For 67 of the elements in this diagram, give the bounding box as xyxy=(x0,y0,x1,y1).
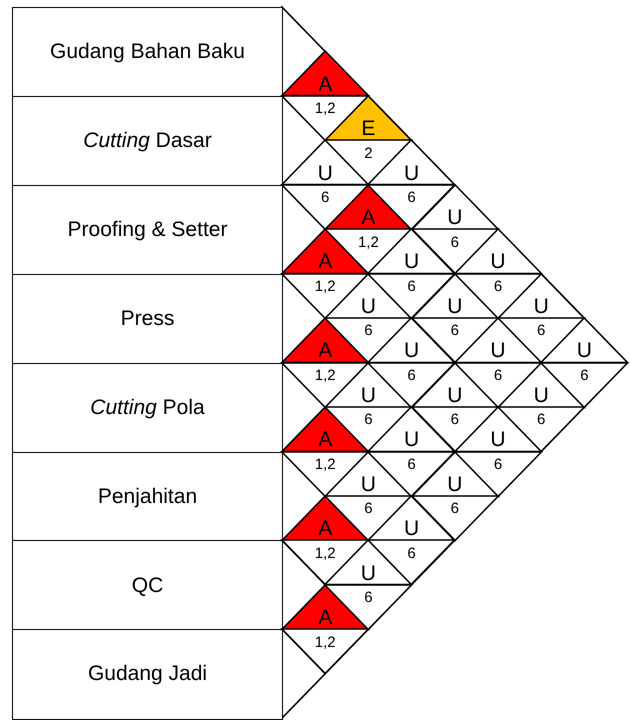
closeness-rating: U xyxy=(403,162,420,184)
reason-code: 6 xyxy=(406,456,417,472)
reason-code: 6 xyxy=(450,234,460,250)
reason-code: 1,2 xyxy=(314,101,337,116)
reason-code: 1,2 xyxy=(314,279,337,294)
closeness-rating: E xyxy=(360,118,376,140)
department-name: Cutting Pola xyxy=(90,396,205,420)
reason-code: 6 xyxy=(492,279,504,294)
reason-code: 6 xyxy=(579,368,590,383)
reason-code: 6 xyxy=(492,368,504,383)
closeness-rating: A xyxy=(317,340,334,362)
department-name: Penjahitan xyxy=(98,484,198,509)
reason-code: 6 xyxy=(320,190,330,206)
closeness-rating: U xyxy=(316,162,334,184)
reason-code: 6 xyxy=(406,279,417,294)
closeness-rating: U xyxy=(532,384,550,406)
closeness-rating: U xyxy=(360,562,377,584)
reason-code: 2 xyxy=(363,146,374,161)
closeness-rating: U xyxy=(403,340,420,362)
department-name: Cutting Dasar xyxy=(83,129,212,154)
closeness-rating: A xyxy=(317,518,334,540)
reason-code: 6 xyxy=(363,501,374,516)
reason-code: 1,2 xyxy=(356,234,380,250)
closeness-rating: A xyxy=(360,207,376,228)
reason-code: 6 xyxy=(406,190,417,206)
department-name: QC xyxy=(132,574,164,598)
closeness-rating: A xyxy=(317,74,334,95)
reason-code: 6 xyxy=(363,323,374,338)
closeness-rating: U xyxy=(446,474,464,495)
reason-code: 1,2 xyxy=(314,546,337,561)
reason-code: 6 xyxy=(363,412,374,428)
closeness-rating: U xyxy=(446,384,464,406)
department-name: Press xyxy=(120,306,174,331)
reason-code: 1,2 xyxy=(314,634,337,650)
reason-code: 6 xyxy=(536,412,546,428)
closeness-rating: A xyxy=(317,607,334,628)
reason-code: 1,2 xyxy=(314,368,337,383)
closeness-rating: U xyxy=(446,207,464,228)
closeness-rating: U xyxy=(403,518,420,540)
closeness-rating: U xyxy=(360,384,377,406)
reason-code-triangle xyxy=(282,629,368,674)
reason-code: 6 xyxy=(406,546,417,561)
closeness-rating: U xyxy=(489,251,507,272)
reason-code: 6 xyxy=(492,456,504,472)
closeness-rating: U xyxy=(360,474,377,495)
closeness-rating-triangle xyxy=(282,51,368,96)
department-name: Gudang Bahan Baku xyxy=(50,40,245,64)
reason-code: 6 xyxy=(450,323,460,338)
reason-code: 1,2 xyxy=(314,456,337,472)
reason-code: 6 xyxy=(363,590,374,606)
closeness-rating: U xyxy=(403,251,420,272)
department-box xyxy=(12,7,283,98)
closeness-rating: U xyxy=(446,296,464,317)
closeness-rating: U xyxy=(403,429,420,450)
closeness-rating: A xyxy=(317,251,334,272)
reason-code: 6 xyxy=(450,412,460,428)
closeness-rating: U xyxy=(489,429,507,450)
closeness-rating: U xyxy=(532,296,550,317)
reason-code: 6 xyxy=(406,368,417,383)
department-name: Gudang Jadi xyxy=(88,662,208,686)
reason-code: 6 xyxy=(450,501,460,516)
department-name: Proofing & Setter xyxy=(68,218,228,242)
closeness-rating: U xyxy=(489,340,507,362)
reason-code: 6 xyxy=(536,323,546,338)
closeness-rating: A xyxy=(317,429,334,450)
closeness-rating: U xyxy=(576,340,593,362)
closeness-rating: U xyxy=(360,296,377,317)
